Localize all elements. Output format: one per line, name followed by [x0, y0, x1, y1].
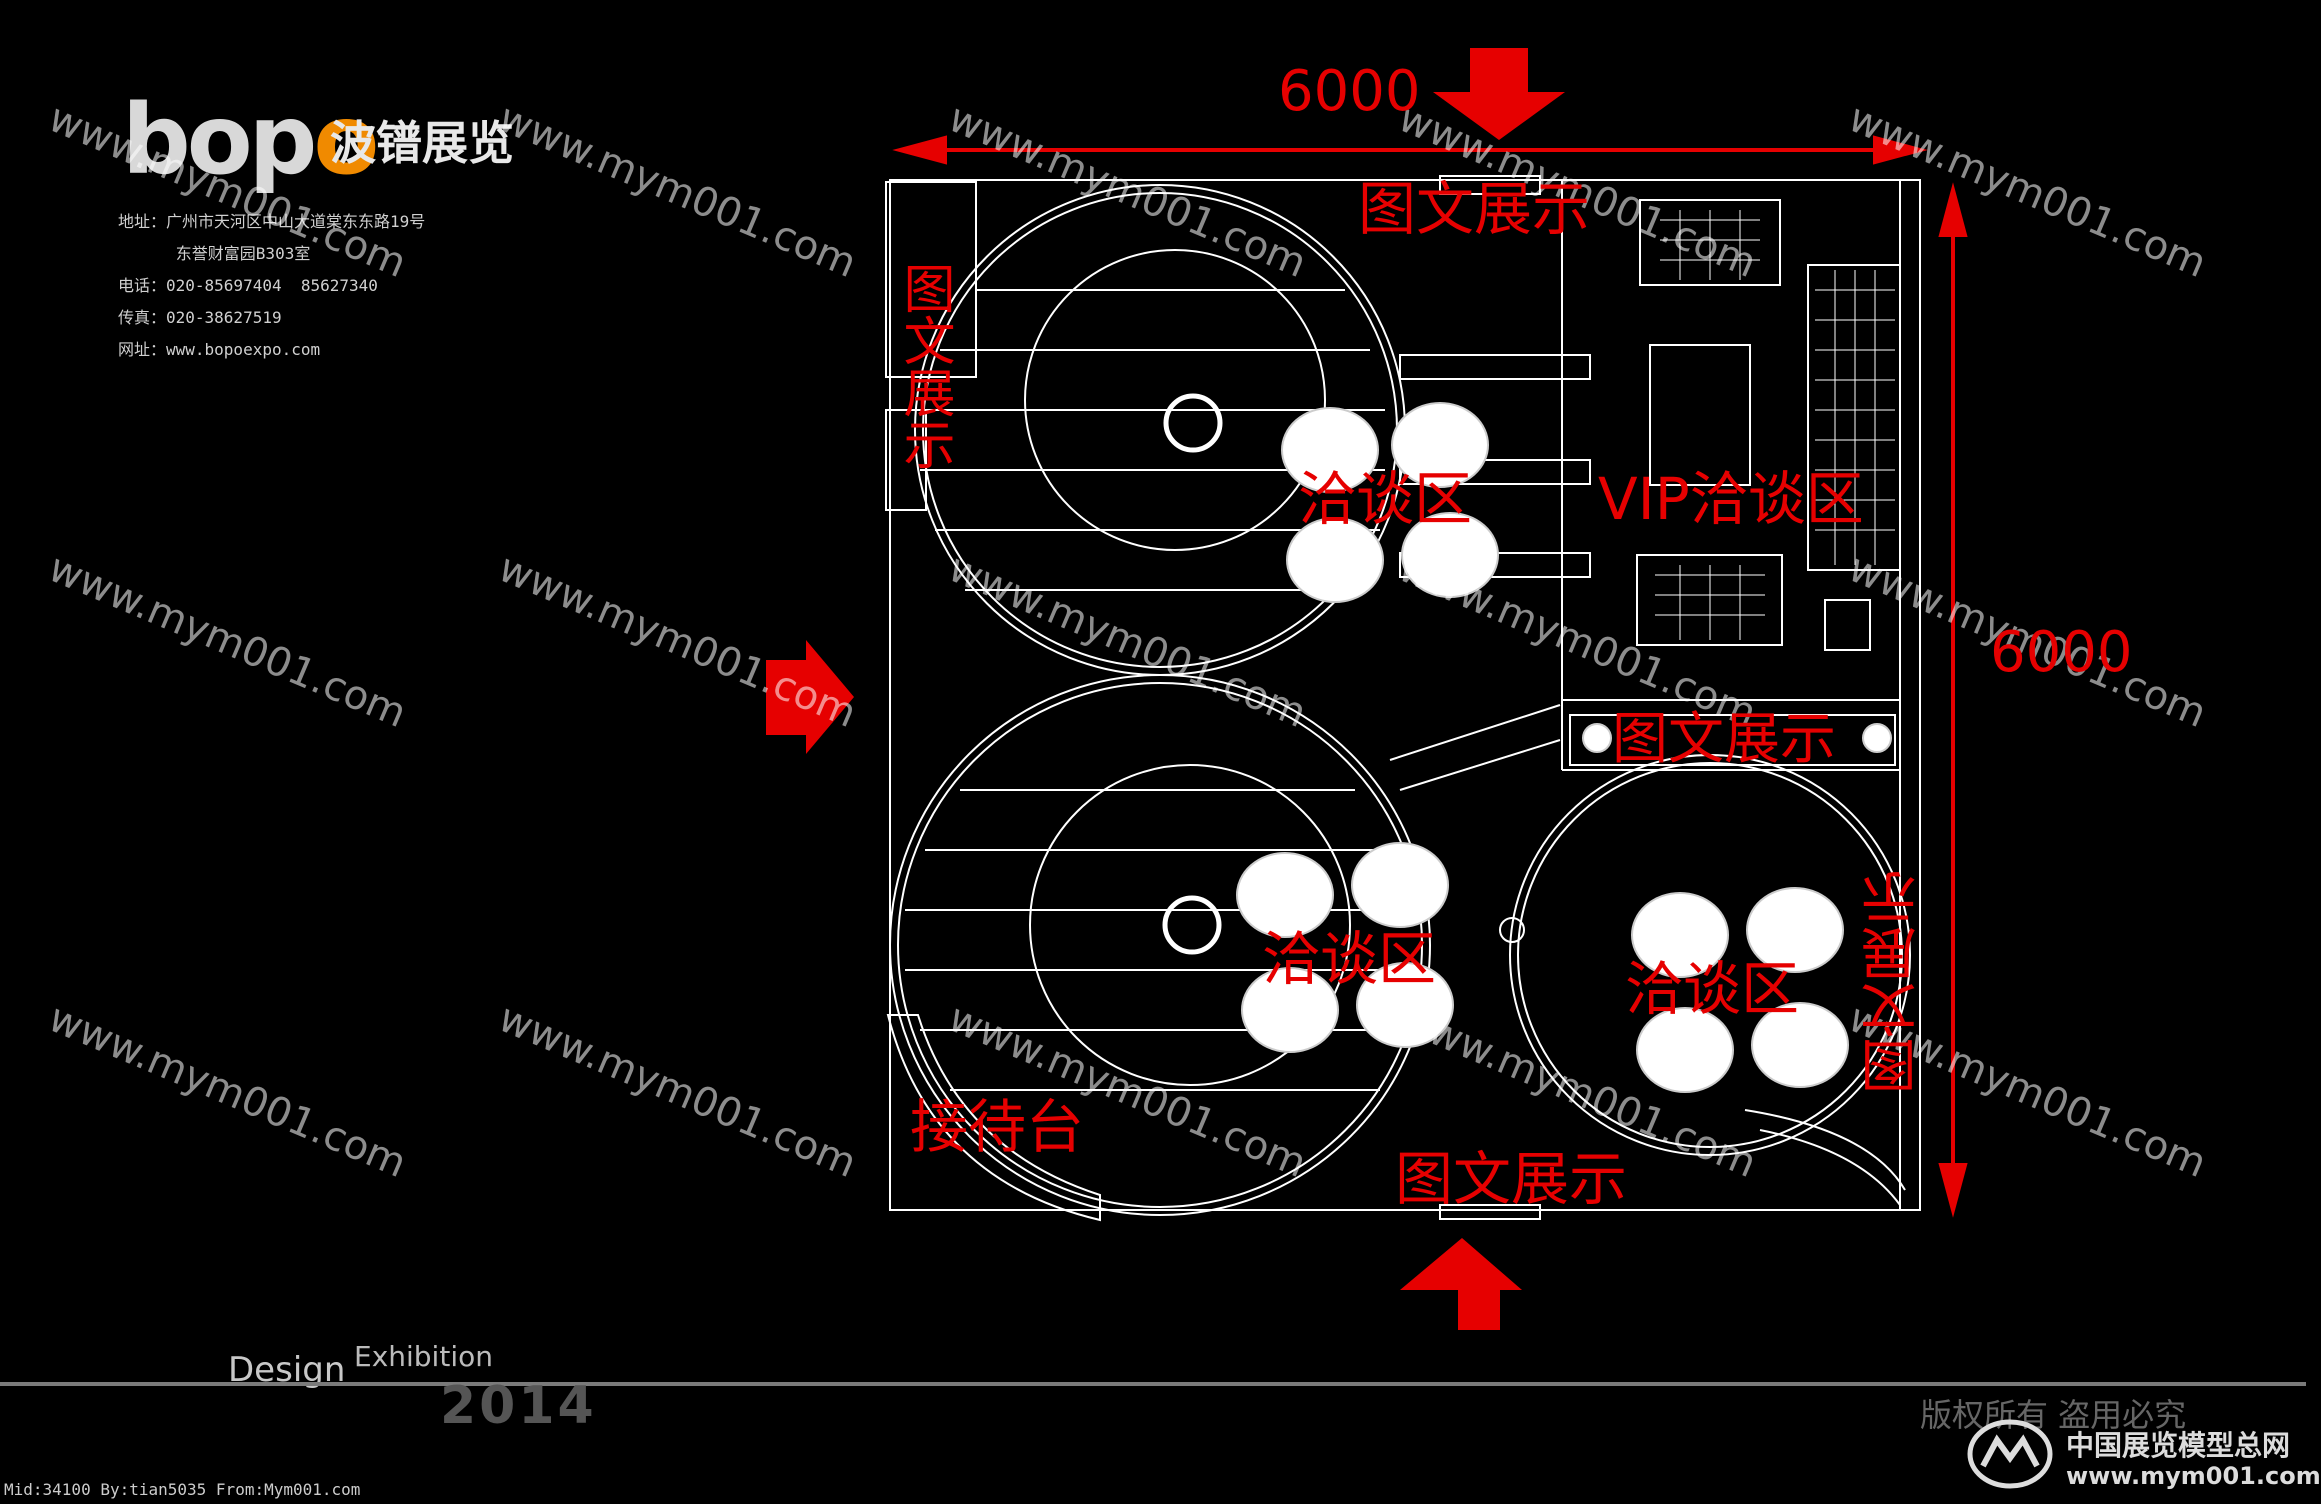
footer-exhibition: Exhibition	[354, 1340, 493, 1373]
vip-sofa	[1639, 199, 1781, 286]
bench	[1399, 354, 1591, 380]
logo-letter: p	[248, 84, 318, 196]
chair	[1401, 512, 1499, 598]
bench	[1399, 459, 1591, 485]
table-column	[1163, 393, 1223, 453]
footer-year: 2014	[440, 1376, 597, 1436]
platform-edge	[897, 682, 1423, 1208]
company-info: 地址：广州市天河区中山大道棠东东路19号 东誉财富园B303室 电话：020-8…	[118, 206, 425, 366]
display-panel	[1439, 1204, 1541, 1220]
logo-letter: b	[122, 84, 191, 196]
zone-label-graphic-mid: 图文展示	[1612, 707, 1836, 772]
arrowhead	[1873, 135, 1928, 165]
brand-name: 中国展览模型总网	[2066, 1429, 2291, 1462]
entrance-arrow-left	[766, 640, 854, 754]
company-logo: bopo	[122, 92, 379, 188]
footer-divider	[0, 1382, 2306, 1386]
chair	[1241, 967, 1339, 1053]
vip-cabinet	[1807, 264, 1901, 571]
chair	[1286, 517, 1384, 603]
display-panel	[885, 409, 927, 511]
logo-letter: o	[313, 84, 379, 196]
curved-wall	[1759, 1129, 1901, 1206]
chair	[1636, 1007, 1734, 1093]
zone-label-negotiation-1: 洽谈区	[1298, 465, 1473, 533]
address-line-2: 东誉财富园B303室	[118, 244, 311, 263]
address-line-1: 地址：广州市天河区中山大道棠东东路19号	[118, 212, 426, 231]
entrance-arrow-bottom	[1400, 1238, 1522, 1330]
chair	[1356, 962, 1454, 1048]
inner-ring	[1029, 764, 1351, 1086]
chair	[1751, 1002, 1849, 1088]
arrowhead	[1938, 182, 1968, 237]
chair	[1281, 407, 1379, 493]
chair	[1746, 887, 1844, 973]
website-line: 网址：www.bopoexpo.com	[118, 340, 321, 359]
zone-label-negotiation-2: 洽谈区	[1262, 925, 1437, 993]
depth-label: 6000	[1990, 620, 2133, 685]
negotiation-platform	[889, 674, 1431, 1216]
chair	[1391, 402, 1489, 488]
logo-letter: o	[186, 84, 253, 196]
negotiation-platform	[1509, 754, 1911, 1156]
entrance-arrow-top	[1433, 48, 1565, 140]
vip-plant	[1824, 599, 1871, 651]
zone-label-graphic-right: 图文展示	[1861, 870, 1926, 1094]
arrowhead	[1938, 1163, 1968, 1218]
column-marker	[1499, 917, 1525, 943]
table-column	[1162, 895, 1222, 955]
curved-wall	[1744, 1109, 1906, 1191]
reception-desk	[886, 1014, 1101, 1222]
company-name: 波镨展览	[330, 116, 514, 170]
chair	[1631, 892, 1729, 978]
platform-edge	[1517, 762, 1903, 1148]
zone-label-graphic-left: 图文展示	[894, 262, 954, 470]
zone-label-vip: VIP洽谈区	[1598, 465, 1864, 533]
model-id-line: Mid:34100 By:tian5035 From:Mym001.com	[4, 1480, 361, 1499]
zone-label-reception: 接待台	[910, 1093, 1085, 1161]
chair	[1351, 842, 1449, 928]
arrowhead	[892, 135, 947, 165]
vip-coffee-table	[1649, 344, 1751, 486]
width-label: 6000	[1278, 59, 1421, 124]
display-panel	[1439, 175, 1541, 195]
vip-sofa	[1636, 554, 1783, 646]
zone-label-negotiation-3: 洽谈区	[1625, 955, 1800, 1023]
zone-label-graphic-top: 图文展示	[1358, 175, 1591, 243]
spotlight	[1582, 723, 1612, 753]
zone-label-graphic-bottom: 图文展示	[1395, 1145, 1628, 1213]
fax-line: 传真：020-38627519	[118, 308, 282, 327]
booth-outline	[889, 179, 1921, 1211]
spotlight	[1862, 723, 1892, 753]
inner-ring	[1024, 249, 1326, 551]
display-counter	[1569, 714, 1896, 766]
copyright-notice: 版权所有 盗用必究	[1920, 1396, 2187, 1434]
brand-url: www.mym001.com	[2066, 1462, 2321, 1490]
chair	[1236, 852, 1334, 938]
brand-logo-icon	[1967, 1419, 2053, 1489]
phone-line: 电话：020-85697404 85627340	[118, 276, 378, 295]
